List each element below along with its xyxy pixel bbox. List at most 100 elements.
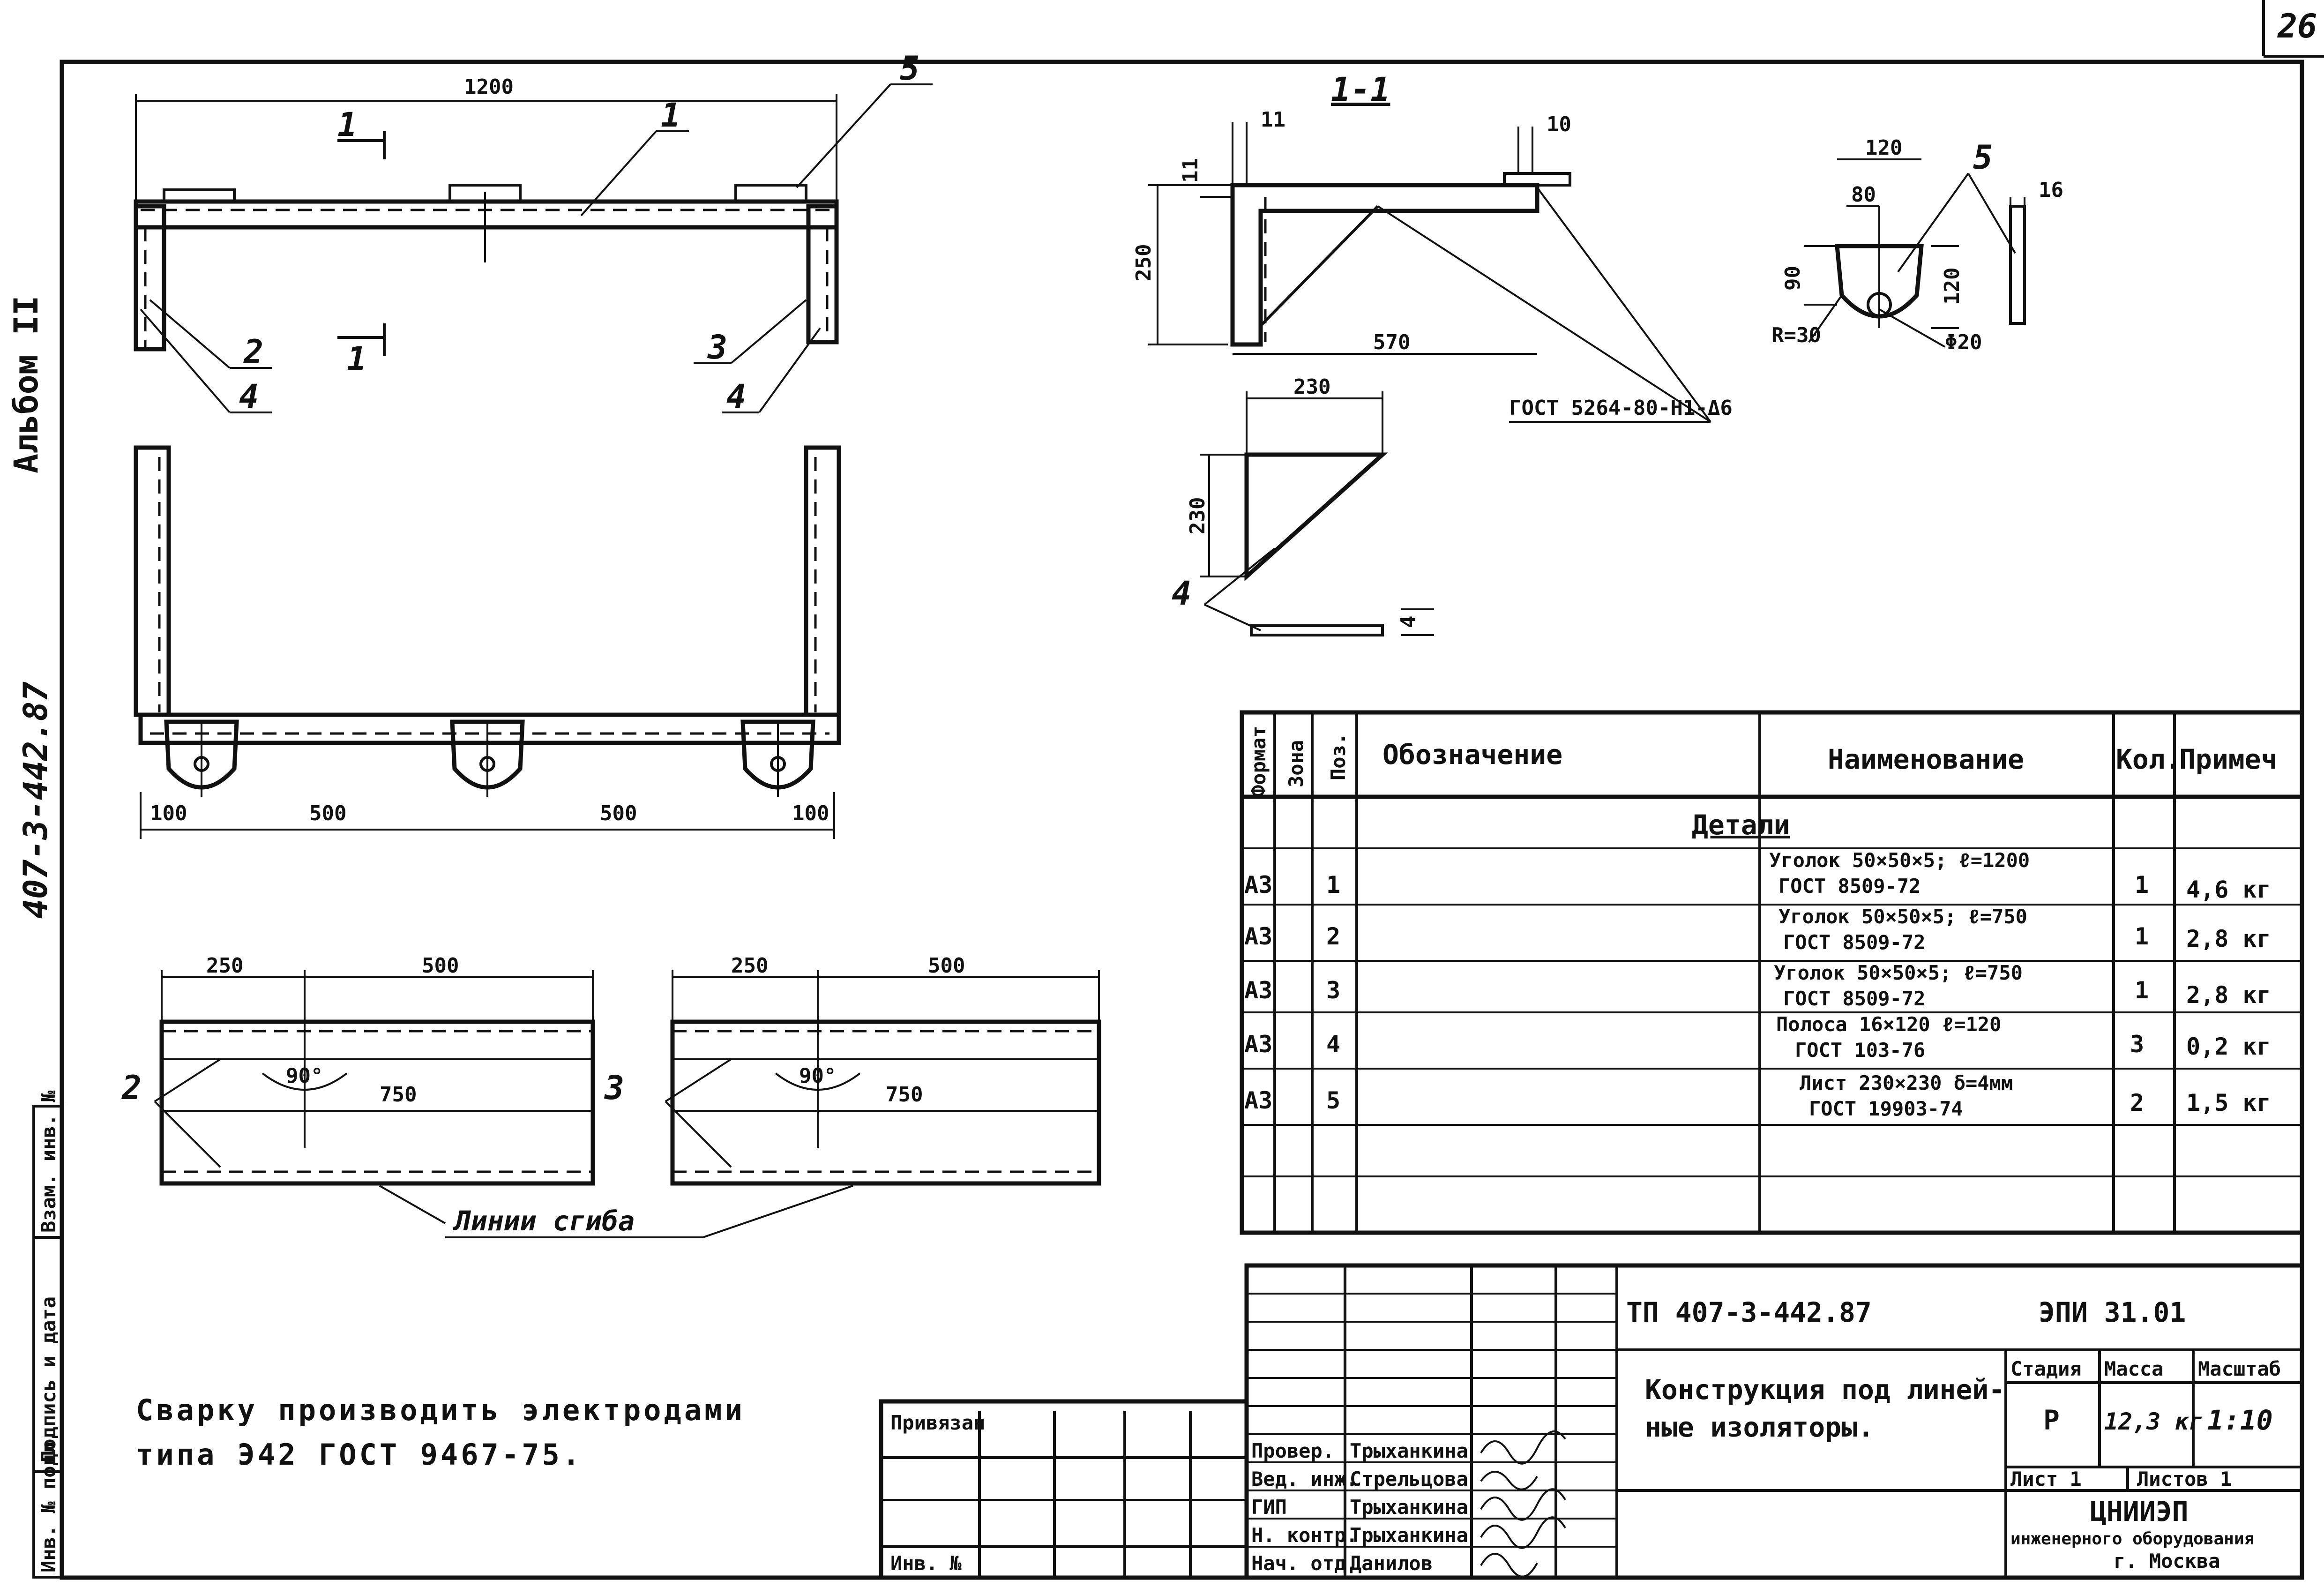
scale-value: 1:10 — [2207, 1404, 2273, 1436]
row4-name2: ГОСТ 103-76 — [1795, 1039, 1925, 1062]
row2-format: А3 — [1244, 923, 1272, 950]
front-dim-500-right: 500 — [600, 801, 637, 825]
spec-section-title: Детали — [1692, 809, 1790, 841]
row3-qty: 1 — [2135, 977, 2149, 1004]
mass-label: Масса — [2104, 1357, 2163, 1380]
strip-dim-120-top: 120 — [1865, 136, 1902, 160]
hdr-name: Наименование — [1828, 743, 2024, 775]
role-prover: Провер. — [1251, 1439, 1334, 1462]
role-n-kontr: Н. контр. — [1251, 1524, 1358, 1547]
callout-3: 3 — [707, 328, 727, 367]
inv-no-label: Инв. № — [890, 1552, 962, 1575]
hdr-note: Примеч — [2179, 743, 2278, 775]
name-n-kontr: Трыханкина — [1350, 1524, 1468, 1547]
row1-name1: Уголок 50×50×5; ℓ=1200 — [1769, 849, 2030, 872]
callout-4-left: 4 — [239, 377, 259, 416]
front-view: 100 500 500 100 — [134, 445, 841, 839]
role-ved-inzh: Вед. инж. — [1251, 1467, 1358, 1490]
stamp-inv-podl: Инв. № подл. — [37, 1430, 60, 1572]
page-number: 26 — [2277, 7, 2317, 45]
row4-pos: 4 — [1326, 1031, 1340, 1058]
top-view: 1200 1 1 1 2 3 4 4 5 — [134, 49, 933, 416]
section-1-1: 1-1 250 570 11 11 10 ГОСТ 5264-80-Н1-Δ6 — [1132, 70, 1733, 423]
section-mark-top: 1 — [337, 105, 357, 144]
stage-value: Р — [2043, 1404, 2060, 1436]
name-prover: Трыханкина — [1350, 1439, 1468, 1462]
row1-note: 4,6 кг — [2186, 876, 2271, 903]
plate-detail: 230 230 4 4 — [1172, 375, 1434, 636]
name-nach-otd: Данилов — [1350, 1552, 1433, 1575]
front-dim-100-left: 100 — [150, 801, 187, 825]
callout-5: 5 — [900, 49, 919, 88]
title-line1: Конструкция под линей- — [1645, 1374, 2005, 1406]
scale-label: Масштаб — [2198, 1357, 2281, 1380]
role-gip: ГИП — [1251, 1496, 1287, 1519]
sheet-code: ЭПИ 31.01 — [2039, 1296, 2186, 1328]
bend3-dim-500: 500 — [928, 954, 965, 978]
row2-qty: 1 — [2135, 923, 2149, 950]
plate-dim-230-side: 230 — [1186, 497, 1210, 534]
bend3-length-750: 750 — [886, 1083, 923, 1107]
bend-detail-3: 250 500 90° 750 3 — [604, 954, 1101, 1186]
row3-pos: 3 — [1326, 977, 1340, 1004]
org-name: ЦНИИЭП — [2090, 1496, 2189, 1527]
section-dim-570: 570 — [1373, 330, 1410, 354]
strip-dim-16: 16 — [2039, 178, 2063, 202]
section-dim-10: 10 — [1547, 112, 1571, 136]
bend2-angle: 90° — [286, 1064, 323, 1088]
row4-qty: 3 — [2130, 1031, 2144, 1058]
plate-dim-230-top: 230 — [1293, 375, 1330, 399]
stamp-vzam-inv: Взам. инв. № — [37, 1091, 60, 1233]
strip-dim-80: 80 — [1851, 183, 1876, 207]
top-view-dim-1200: 1200 — [464, 75, 514, 99]
gost-weld-note: ГОСТ 5264-80-Н1-Δ6 — [1509, 396, 1733, 420]
bend2-length-750: 750 — [380, 1083, 417, 1107]
row2-note: 2,8 кг — [2186, 925, 2271, 952]
stage-label: Стадия — [2010, 1357, 2082, 1380]
stamp-podpis-data: Подпись и дата — [37, 1296, 60, 1462]
row3-name2: ГОСТ 8509-72 — [1783, 987, 1925, 1010]
row4-name1: Полоса 16×120 ℓ=120 — [1776, 1013, 2001, 1036]
strip-detail: 120 80 90 120 16 R=30 Φ20 5 — [1771, 136, 2063, 354]
bend3-dim-250: 250 — [731, 954, 768, 978]
doc-code: ТП 407-3-442.87 — [1626, 1296, 1872, 1328]
section-dim-250: 250 — [1132, 244, 1156, 281]
page-number-box: 26 — [2262, 0, 2324, 58]
row2-pos: 2 — [1326, 923, 1340, 950]
bend-detail-2: 250 500 90° 750 2 — [121, 954, 595, 1186]
row1-format: А3 — [1244, 871, 1272, 898]
row3-name1: Уголок 50×50×5; ℓ=750 — [1774, 961, 2023, 984]
project-code-vertical: 407-3-442.87 — [16, 681, 55, 919]
note-line2: типа Э42 ГОСТ 9467-75. — [136, 1437, 583, 1472]
mass-value: 12,3 кг — [2104, 1408, 2203, 1435]
hdr-designation: Обозначение — [1382, 739, 1562, 771]
org-sub: инженерного оборудования — [2010, 1529, 2254, 1549]
front-dim-500-left: 500 — [309, 801, 346, 825]
privyazan-label: Привязан — [890, 1411, 985, 1434]
title-block: ТП 407-3-442.87 ЭПИ 31.01 Конструкция по… — [1244, 1263, 2304, 1580]
name-ved-inzh: Стрельцова — [1350, 1467, 1468, 1490]
hdr-pos: Поз. — [1327, 733, 1350, 780]
strip-hole: Φ20 — [1945, 330, 1982, 354]
sheets-label: Листов 1 — [2137, 1467, 2232, 1490]
bend-line-label: Линии сгиба — [453, 1205, 635, 1237]
role-nach-otd: Нач. отд. — [1251, 1552, 1358, 1575]
section-title: 1-1 — [1331, 70, 1390, 109]
row5-qty: 2 — [2130, 1089, 2144, 1116]
row1-pos: 1 — [1326, 871, 1340, 898]
bend3-angle: 90° — [799, 1064, 836, 1088]
row5-name2: ГОСТ 19903-74 — [1809, 1097, 1963, 1120]
sheet-label: Лист 1 — [2010, 1467, 2082, 1490]
hdr-qty: Кол. — [2116, 743, 2182, 775]
row1-name2: ГОСТ 8509-72 — [1778, 875, 1920, 898]
bend2-dim-250: 250 — [206, 954, 243, 978]
row3-format: А3 — [1244, 977, 1272, 1004]
stamp-column: Инв. № подл. Подпись и дата Взам. инв. № — [32, 1091, 64, 1579]
row5-format: А3 — [1244, 1087, 1272, 1114]
strip-dim-120-side: 120 — [1940, 268, 1964, 305]
bend2-callout: 2 — [121, 1069, 142, 1107]
front-dim-100-right: 100 — [792, 801, 829, 825]
callout-1: 1 — [661, 96, 680, 135]
hdr-zone: Зона — [1285, 740, 1308, 787]
